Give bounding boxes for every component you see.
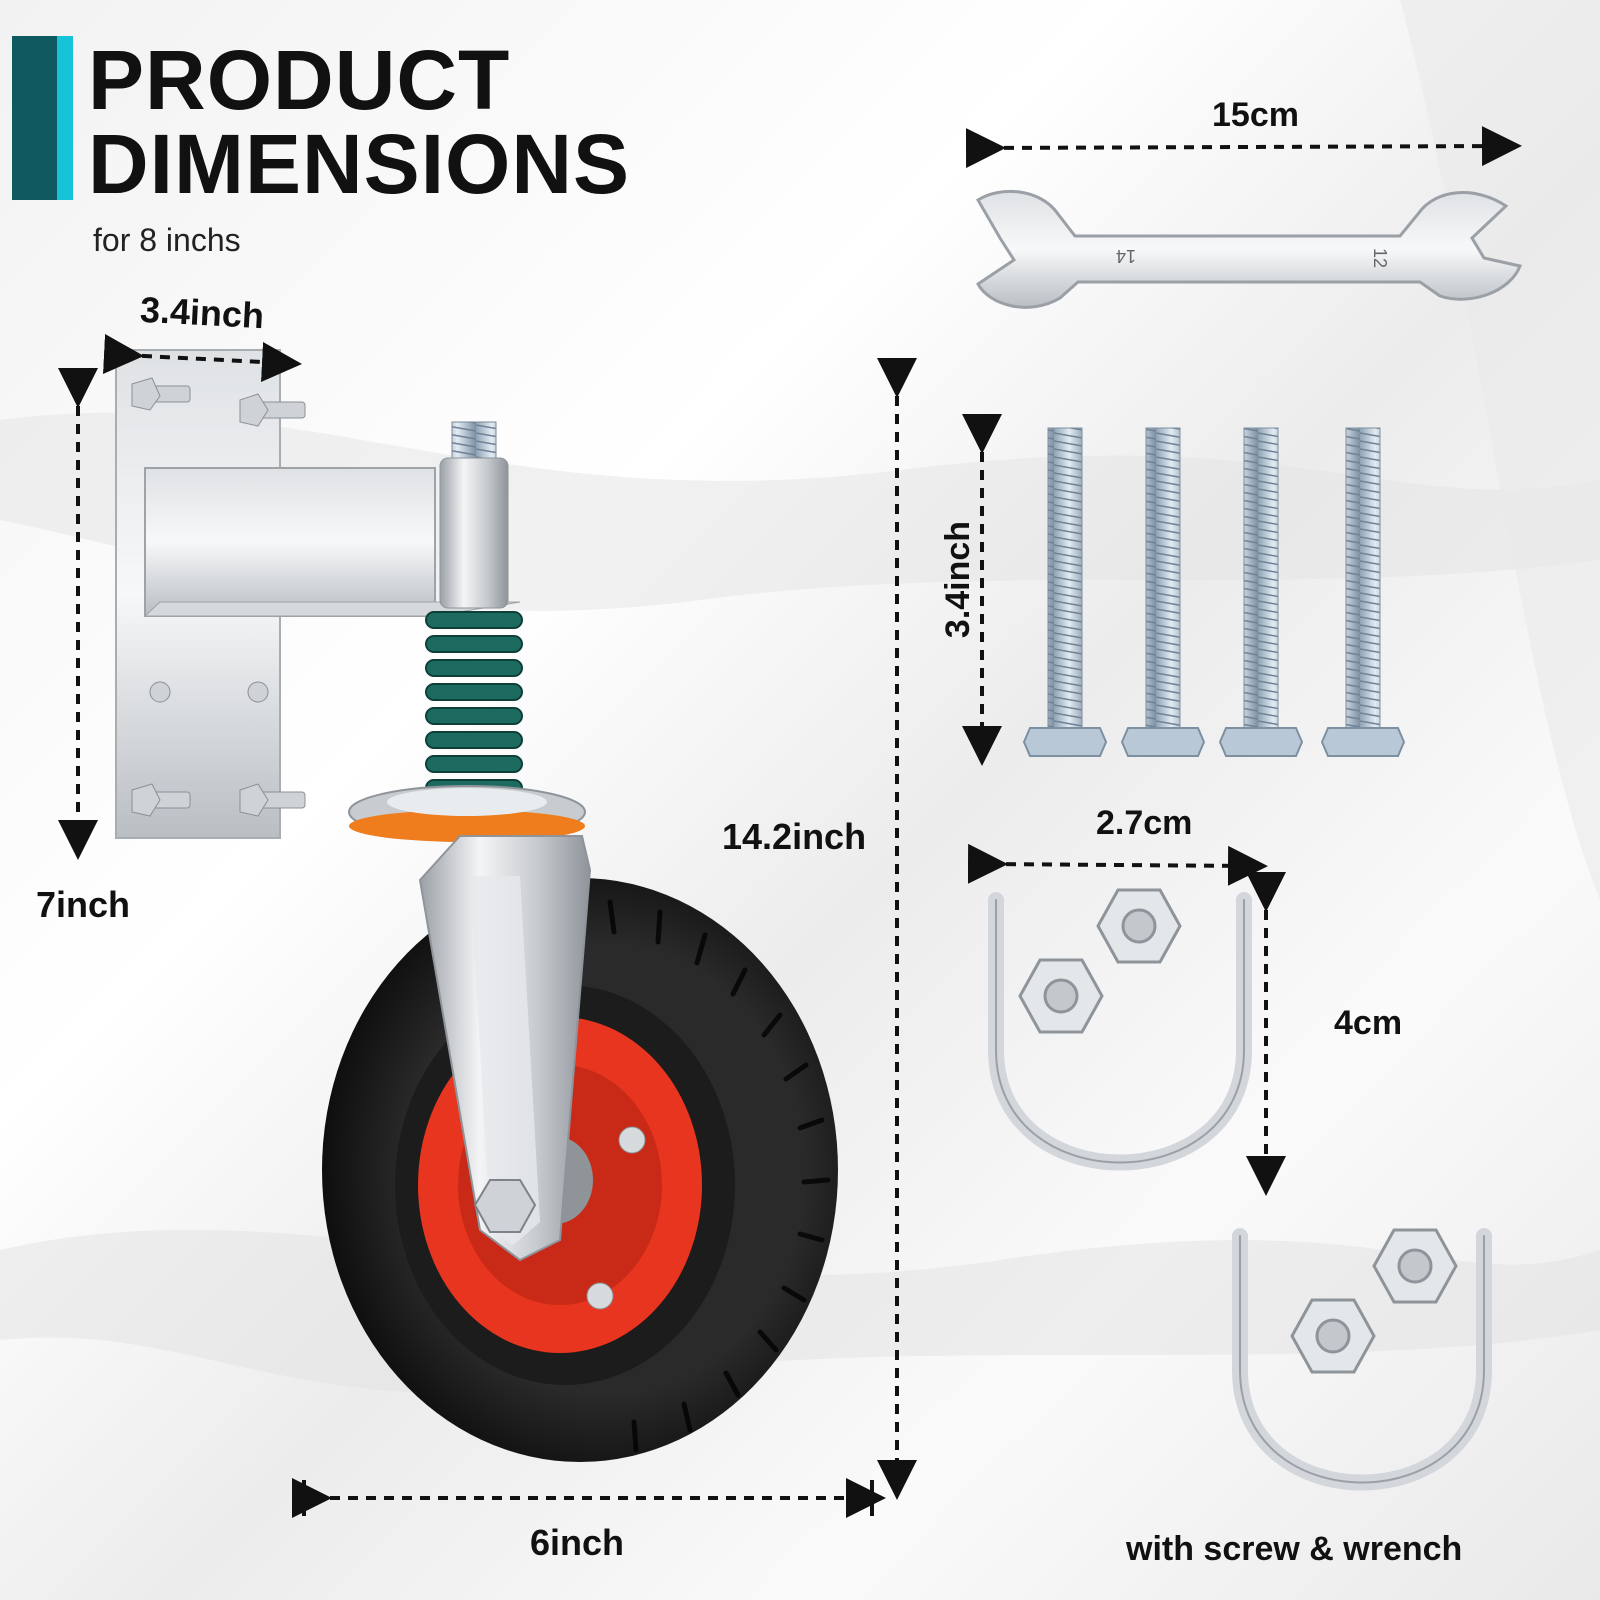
caster-wheel [322, 835, 838, 1462]
label-total-height: 14.2inch [722, 816, 867, 857]
label-ubolt-height: 4cm [1334, 1004, 1403, 1042]
bolt-3 [1218, 427, 1304, 757]
bolt-2 [1120, 427, 1206, 757]
title-line-2: DIMENSIONS [88, 117, 631, 211]
label-wrench-length: 15cm [1212, 96, 1299, 134]
page-subtitle: for 8 inchs [93, 222, 241, 258]
bolt-1 [1022, 427, 1108, 757]
footer-caption: with screw & wrench [1126, 1530, 1463, 1568]
wrench-image: 14 12 [975, 189, 1523, 309]
mount-bracket [115, 349, 521, 839]
label-wheel-width: 6inch [530, 1522, 625, 1563]
label-ubolt-width: 2.7cm [1096, 804, 1193, 842]
u-bolt-upper [988, 892, 1252, 1171]
wrench-mark-left: 14 [1116, 246, 1136, 266]
dimension-end-ticks [302, 1480, 874, 1516]
label-bracket-width: 3.4inch [139, 288, 266, 337]
label-bracket-height: 7inch [36, 884, 131, 925]
header-accent-stripe [57, 36, 73, 200]
dim-line-ubolt-width [967, 843, 1268, 886]
hex-bolts [1022, 427, 1406, 757]
wrench-mark-right: 12 [1370, 248, 1390, 268]
hex-nuts [1018, 888, 1458, 1374]
dimension-lines [58, 126, 1522, 1518]
dim-line-wrench [965, 126, 1522, 169]
bolt-4 [1320, 427, 1406, 757]
u-bolt-lower [1232, 1228, 1492, 1491]
label-bolt-length: 3.4inch [939, 520, 978, 639]
header-accent-bar [12, 36, 57, 200]
spring-assembly [348, 421, 586, 842]
title-line-1: PRODUCT [88, 33, 511, 127]
page-title: PRODUCT DIMENSIONS [88, 38, 630, 206]
dim-line-bracket-width [103, 334, 302, 382]
